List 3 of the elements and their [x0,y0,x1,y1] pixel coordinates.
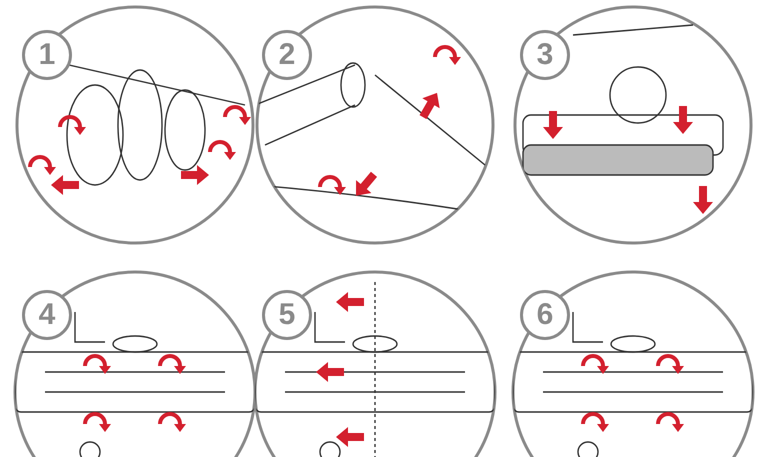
step-number: 6 [520,290,570,340]
step-number: 4 [22,290,72,340]
step-number: 5 [262,290,312,340]
